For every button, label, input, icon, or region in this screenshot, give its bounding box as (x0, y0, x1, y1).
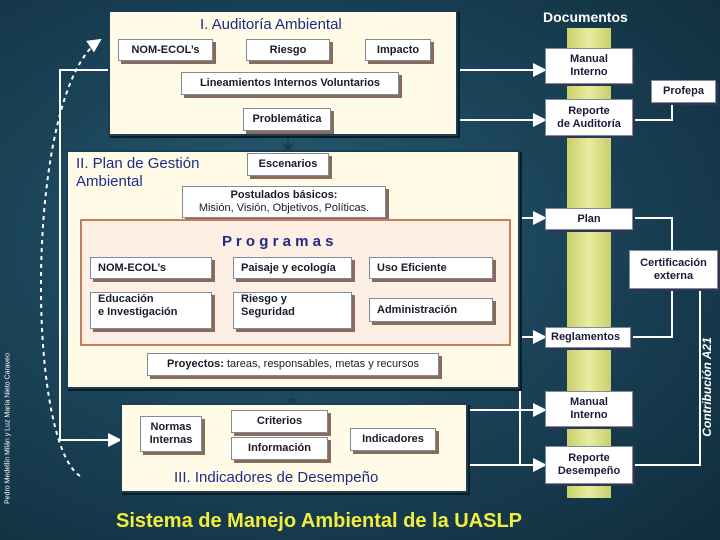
auditoria-title: I. Auditoría Ambiental (200, 16, 342, 33)
postulados-title: Postulados básicos: (230, 189, 338, 201)
programa-paisaje: Paisaje y ecología (233, 257, 352, 279)
programa-educacion: Educación e Investigación (90, 292, 212, 329)
proyectos-box: Proyectos: tareas, responsables, metas y… (147, 353, 439, 376)
doc-plan: Plan (545, 208, 633, 230)
criterios-box: Criterios (231, 410, 328, 433)
nom-ecol-box: NOM-ECOL’s (118, 39, 213, 61)
doc-manual-interno-2: Manual Interno (545, 391, 633, 427)
indicadores-title: III. Indicadores de Desempeño (174, 469, 379, 486)
doc-reporte-auditoria: Reporte de Auditoría (545, 99, 633, 136)
contribucion-a21: Contribución A21 (700, 337, 714, 437)
postulados-detail: Misión, Visión, Objetivos, Políticas. (198, 202, 370, 214)
indicadores-box: Indicadores (350, 428, 436, 451)
proyectos-detail: tareas, responsables, metas y recursos (226, 358, 419, 370)
plan-title-line1: II. Plan de Gestión (76, 155, 200, 172)
programa-riesgo: Riesgo y Seguridad (233, 292, 352, 329)
impacto-box: Impacto (365, 39, 431, 61)
postulados-box: Postulados básicos: Misión, Visión, Obje… (182, 186, 386, 218)
author-credit: Pedro Medellín Milán y Luz María Nieto C… (4, 353, 12, 504)
lineamientos-box: Lineamientos Internos Voluntarios (181, 72, 399, 95)
riesgo-box: Riesgo (246, 39, 330, 61)
plan-title: II. Plan de Gestión Ambiental (76, 155, 199, 191)
doc-reglamentos: Reglamentos (545, 327, 631, 348)
certificacion-box: Certificación externa (629, 250, 718, 289)
programa-nom-ecol: NOM-ECOL’s (90, 257, 212, 279)
programas-title: P r o g r a m a s (222, 233, 334, 250)
dashed-cycle-line (40, 38, 102, 477)
profepa-box: Profepa (651, 80, 716, 103)
plan-title-line2: Ambiental (76, 173, 143, 190)
problematica-box: Problemática (243, 108, 331, 131)
footer-title: Sistema de Manejo Ambiental de la UASLP (116, 510, 523, 532)
programa-administracion: Administración (369, 298, 493, 322)
proyectos-label: Proyectos: (167, 358, 224, 370)
doc-reporte-desempeno: Reporte Desempeño (545, 446, 633, 484)
doc-manual-interno-1: Manual Interno (545, 48, 633, 84)
normas-internas-box: Normas Internas (140, 416, 202, 452)
informacion-box: Información (231, 437, 328, 460)
escenarios-box: Escenarios (247, 153, 329, 176)
programa-uso-eficiente: Uso Eficiente (369, 257, 493, 279)
feedback-line (59, 69, 122, 447)
documentos-heading: Documentos (543, 9, 628, 25)
